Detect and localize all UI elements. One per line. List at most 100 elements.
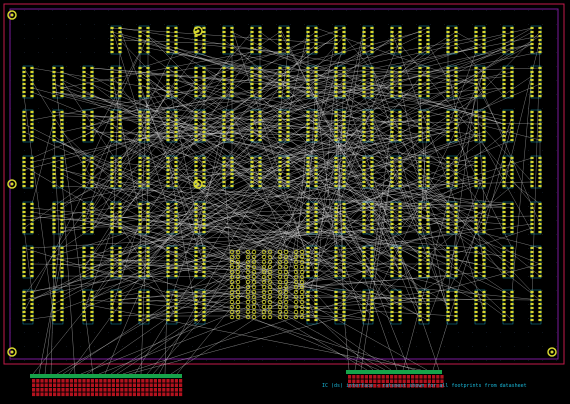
pad[interactable] <box>194 176 198 180</box>
pad[interactable] <box>370 78 374 82</box>
pad[interactable] <box>30 118 34 122</box>
pad[interactable] <box>426 86 430 90</box>
pad[interactable] <box>286 66 290 70</box>
connector-pin[interactable] <box>377 375 381 379</box>
pad[interactable] <box>538 218 542 222</box>
pad[interactable] <box>454 38 458 42</box>
pad[interactable] <box>90 230 94 234</box>
pad[interactable] <box>362 168 366 172</box>
pad[interactable] <box>306 156 310 160</box>
pad[interactable] <box>118 258 122 262</box>
pad[interactable] <box>398 184 402 188</box>
ic-footprint[interactable] <box>110 245 122 279</box>
pad[interactable] <box>82 230 86 234</box>
pad[interactable] <box>390 266 394 270</box>
pad[interactable] <box>250 46 254 50</box>
pad[interactable] <box>90 160 94 164</box>
pad[interactable] <box>194 230 198 234</box>
connector-pin[interactable] <box>103 383 107 388</box>
pad[interactable] <box>286 164 290 168</box>
pad[interactable] <box>110 274 114 278</box>
pad[interactable] <box>510 138 514 142</box>
pad[interactable] <box>530 210 534 214</box>
pad[interactable] <box>474 90 478 94</box>
pad[interactable] <box>146 270 150 274</box>
pad[interactable] <box>118 246 122 250</box>
pad[interactable] <box>446 126 450 130</box>
pad[interactable] <box>82 66 86 70</box>
ic-footprint[interactable] <box>446 245 458 279</box>
pad[interactable] <box>314 46 318 50</box>
pad[interactable] <box>362 50 366 54</box>
ic-footprint[interactable] <box>166 65 178 99</box>
pad[interactable] <box>194 314 198 318</box>
pad[interactable] <box>314 274 318 278</box>
pad[interactable] <box>370 318 374 322</box>
pad[interactable] <box>146 42 150 46</box>
pad[interactable] <box>194 138 198 142</box>
ic-footprint[interactable] <box>250 65 262 99</box>
pad[interactable] <box>538 290 542 294</box>
connector-pin[interactable] <box>145 379 149 383</box>
ic-footprint[interactable] <box>446 289 458 325</box>
pad[interactable] <box>418 172 422 176</box>
pad[interactable] <box>502 122 506 126</box>
pad[interactable] <box>60 298 64 302</box>
pad[interactable] <box>446 82 450 86</box>
pad[interactable] <box>60 156 64 160</box>
pad[interactable] <box>146 38 150 42</box>
pad[interactable] <box>370 38 374 42</box>
pad[interactable] <box>222 184 226 188</box>
pad[interactable] <box>174 160 178 164</box>
pad[interactable] <box>222 94 226 98</box>
pad[interactable] <box>334 50 338 54</box>
connector-pin[interactable] <box>423 384 427 388</box>
pad[interactable] <box>174 168 178 172</box>
pad[interactable] <box>30 274 34 278</box>
pad[interactable] <box>250 50 254 54</box>
connector-pin[interactable] <box>99 379 103 383</box>
ic-footprint[interactable] <box>474 109 486 143</box>
pin-matrix-pad[interactable] <box>267 249 273 255</box>
pad[interactable] <box>138 70 142 74</box>
pad[interactable] <box>362 210 366 214</box>
pad[interactable] <box>138 262 142 266</box>
pad[interactable] <box>446 164 450 168</box>
pin-matrix-pad[interactable] <box>293 314 299 320</box>
pad[interactable] <box>82 126 86 130</box>
pad[interactable] <box>362 262 366 266</box>
pad[interactable] <box>418 118 422 122</box>
pad[interactable] <box>194 70 198 74</box>
pad[interactable] <box>286 114 290 118</box>
pad[interactable] <box>530 30 534 34</box>
ic-footprint[interactable] <box>194 245 206 279</box>
connector-pin[interactable] <box>373 379 377 384</box>
connector-pin[interactable] <box>99 392 103 397</box>
pad[interactable] <box>30 254 34 258</box>
pad[interactable] <box>342 222 346 226</box>
pad[interactable] <box>418 126 422 130</box>
pad[interactable] <box>146 176 150 180</box>
ic-footprint[interactable] <box>334 155 346 189</box>
pad[interactable] <box>194 310 198 314</box>
pad[interactable] <box>398 318 402 322</box>
pad[interactable] <box>146 262 150 266</box>
pad[interactable] <box>426 70 430 74</box>
pad[interactable] <box>530 310 534 314</box>
pad[interactable] <box>334 118 338 122</box>
connector-pin[interactable] <box>364 375 368 379</box>
pad[interactable] <box>370 226 374 230</box>
pin-matrix-pad[interactable] <box>293 309 299 315</box>
pad[interactable] <box>146 118 150 122</box>
connector-pin[interactable] <box>394 384 398 388</box>
pad[interactable] <box>362 82 366 86</box>
pad[interactable] <box>118 122 122 126</box>
pad[interactable] <box>398 202 402 206</box>
pad[interactable] <box>510 70 514 74</box>
pad[interactable] <box>502 180 506 184</box>
pad[interactable] <box>174 156 178 160</box>
pad[interactable] <box>138 274 142 278</box>
pad[interactable] <box>60 218 64 222</box>
pad[interactable] <box>146 160 150 164</box>
pad[interactable] <box>138 214 142 218</box>
